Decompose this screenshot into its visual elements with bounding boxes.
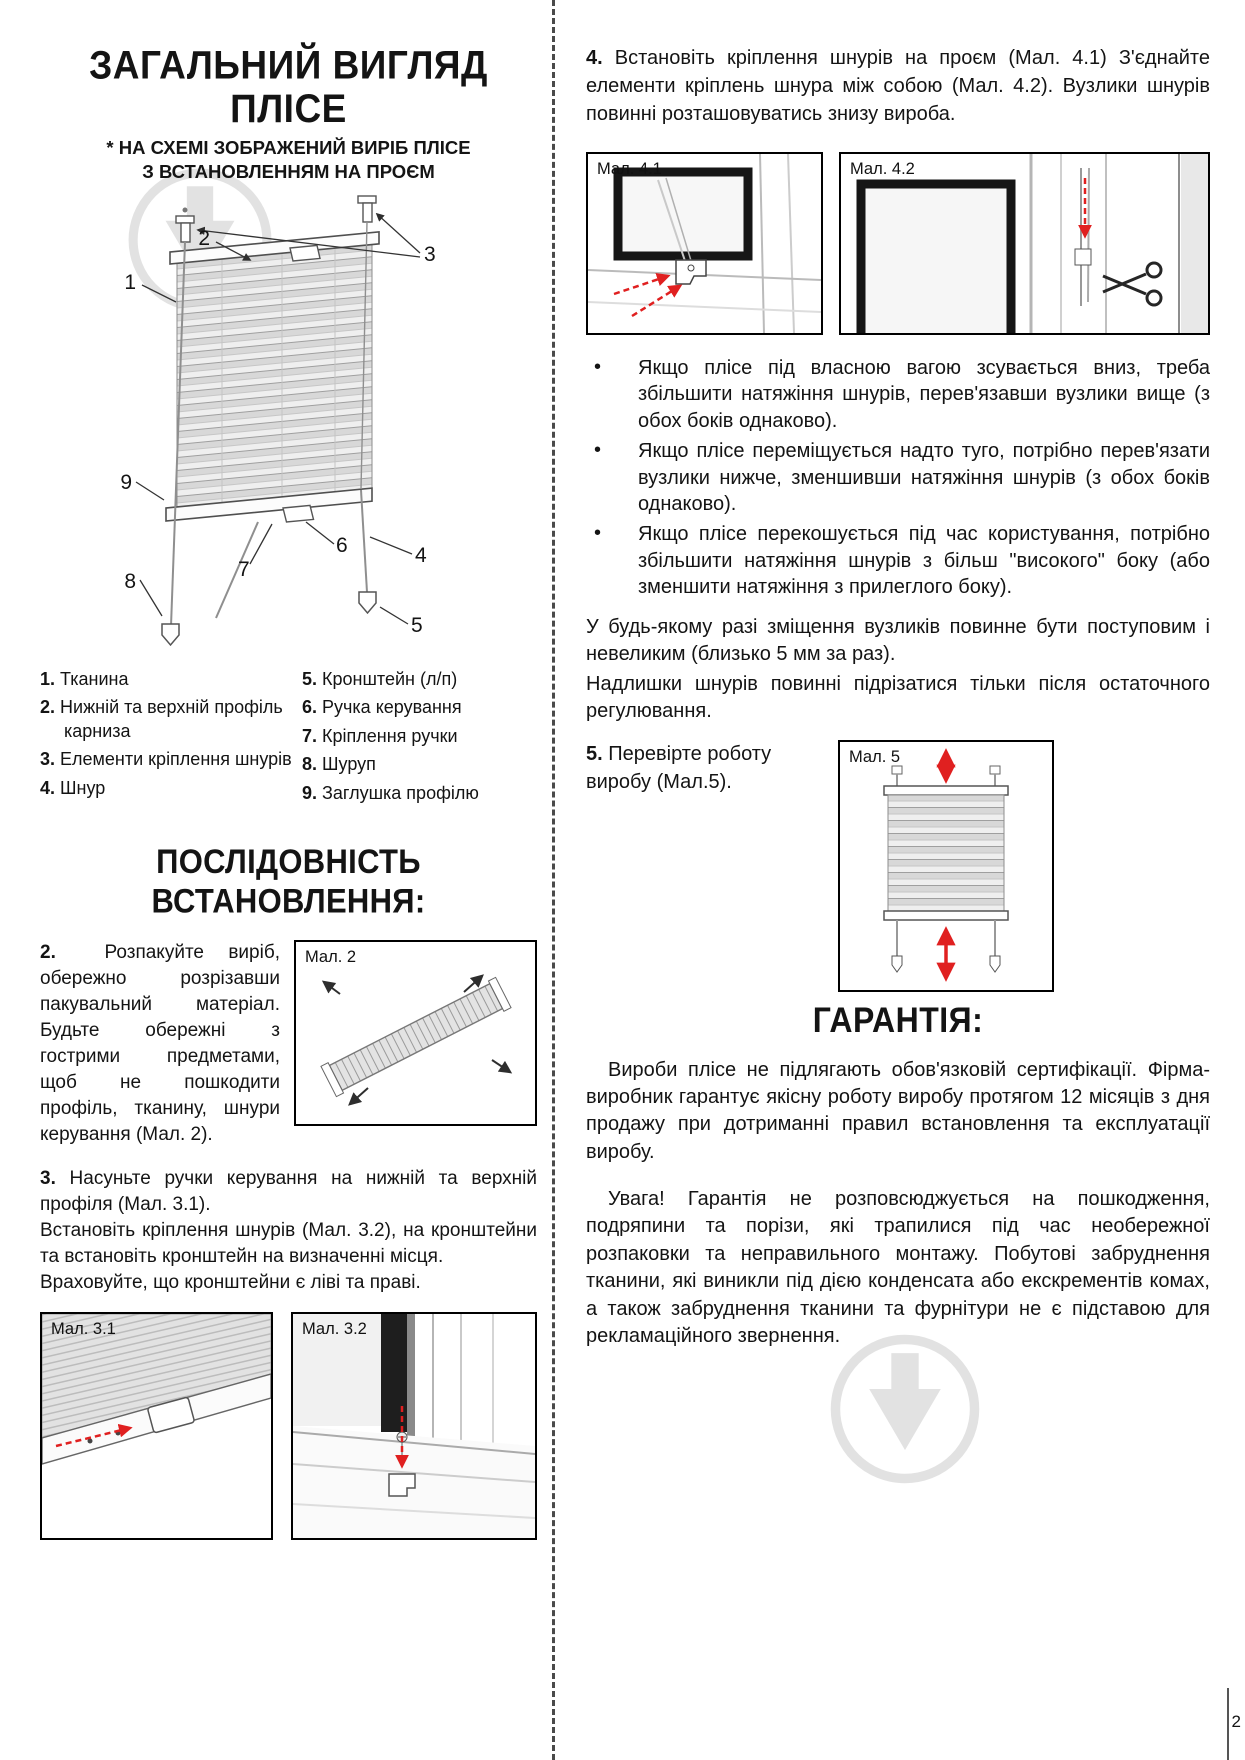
legend-item: 3. Елементи кріплення шнурів bbox=[40, 749, 292, 770]
legend-column-2: 5. Кронштейн (л/п) 6. Ручка керування 7.… bbox=[302, 668, 537, 810]
bottom-profile bbox=[165, 487, 373, 522]
column-divider bbox=[552, 0, 555, 1760]
list-item: • Якщо плісе перекошується під час корис… bbox=[594, 522, 1210, 599]
cord-fixing-bracket bbox=[675, 259, 707, 285]
legend-item: 7. Кріплення ручки bbox=[302, 725, 458, 746]
callout-2: 2 bbox=[198, 227, 210, 250]
warranty-paragraph: Вироби плісе не підлягають обов'язковій … bbox=[586, 1058, 1210, 1163]
overview-diagram-area: 1 2 3 4 5 6 7 8 9 bbox=[40, 190, 537, 658]
cord-bracket bbox=[388, 1473, 416, 1497]
adjustment-notes-list: • Якщо плісе під власною вагою зсуваєтьс… bbox=[586, 355, 1210, 601]
cord-bracket-drawing bbox=[293, 1314, 535, 1539]
scissors-icon bbox=[1102, 261, 1163, 307]
handle-mount-drawing bbox=[42, 1314, 271, 1465]
top-profile bbox=[169, 230, 380, 265]
callout-7: 7 bbox=[238, 558, 250, 581]
step-2-paragraph: 2. Розпакуйте виріб, обережно розрізавши… bbox=[40, 941, 280, 1146]
bullet-dot: • bbox=[594, 356, 602, 378]
page-number-rule bbox=[1227, 1688, 1229, 1760]
list-item: • Якщо плісе переміщується надто туго, п… bbox=[594, 439, 1210, 515]
pleated-fabric bbox=[176, 242, 373, 509]
page-subtitle-line1: * НА СХЕМІ ЗОБРАЖЕНИЙ ВИРІБ ПЛІСЕ bbox=[106, 136, 471, 158]
adjustment-note: Надлишки шнурів повинні підрізатися тіль… bbox=[586, 672, 1210, 722]
page-subtitle-line2: З ВСТАНОВЛЕННЯМ НА ПРОЄМ bbox=[142, 160, 435, 182]
cord-fixing-drawing bbox=[588, 154, 821, 333]
figure-4-2-label: Мал. 4.2 bbox=[850, 160, 915, 178]
step-3-number: 3. bbox=[40, 1168, 56, 1190]
page-title-line2: ПЛІСЕ bbox=[230, 86, 347, 131]
figure-3-2-label: Мал. 3.2 bbox=[302, 1320, 367, 1339]
figure-4-1-label: Мал. 4.1 bbox=[597, 160, 662, 178]
figures-3-row: Мал. 3.1 Мал. 3.2 bbox=[40, 1312, 537, 1541]
step-4-number: 4. bbox=[586, 47, 603, 69]
step-3-paragraph: 3. Насуньте ручки керування на нижній та… bbox=[40, 1168, 538, 1294]
pleated-blind-diagram: 1 2 3 4 5 6 7 8 9 bbox=[120, 195, 436, 647]
legend-item: 6. Ручка керування bbox=[302, 697, 462, 718]
cord-knot-clip bbox=[1074, 248, 1092, 266]
page-title-line1: ЗАГАЛЬНИЙ ВИГЛЯД bbox=[89, 42, 488, 88]
page-title: ЗАГАЛЬНИЙ ВИГЛЯД ПЛІСЕ bbox=[40, 44, 537, 130]
store-logo-watermark bbox=[830, 1334, 980, 1484]
legend-item: 8. Шуруп bbox=[302, 754, 376, 775]
page-number: 2 bbox=[1231, 1712, 1241, 1731]
installation-section-title: ПОСЛІДОВНІСТЬ ВСТАНОВЛЕННЯ: bbox=[151, 841, 426, 921]
operation-check-drawing bbox=[840, 741, 1052, 990]
figure-2: Мал. 2 bbox=[294, 939, 537, 1126]
figure-4-1: Мал. 4.1 bbox=[586, 152, 823, 335]
figure-3-1-label: Мал. 3.1 bbox=[51, 1320, 116, 1339]
cords bbox=[170, 221, 368, 627]
cord-joining-drawing bbox=[841, 154, 1208, 333]
figure-5: Мал. 5 bbox=[838, 739, 1054, 992]
bullet-dot: • bbox=[594, 439, 602, 462]
step-2-block: 2. Розпакуйте виріб, обережно розрізавши… bbox=[40, 939, 537, 1148]
step-2-number: 2. bbox=[40, 941, 56, 963]
packed-blind-drawing bbox=[320, 974, 513, 1106]
top-handle bbox=[289, 244, 321, 262]
figure-3-2: Мал. 3.2 bbox=[291, 1312, 537, 1541]
legend-item: 5. Кронштейн (л/п) bbox=[302, 669, 458, 689]
callout-8: 8 bbox=[124, 570, 136, 593]
left-column: ЗАГАЛЬНИЙ ВИГЛЯД ПЛІСЕ * НА СХЕМІ ЗОБРАЖ… bbox=[40, 44, 538, 1541]
warranty-title: ГАРАНТІЯ: bbox=[812, 999, 984, 1040]
callout-4: 4 bbox=[415, 544, 427, 567]
figure-5-label: Мал. 5 bbox=[849, 747, 901, 766]
legend: 1. Тканина 2. Нижній та верхній профіль … bbox=[40, 668, 537, 810]
callout-leaders bbox=[135, 212, 421, 625]
legend-item: 2. Нижній та верхній профіль карниза bbox=[40, 697, 283, 741]
legend-column-1: 1. Тканина 2. Нижній та верхній профіль … bbox=[40, 668, 302, 810]
list-item: • Якщо плісе під власною вагою зсуваєтьс… bbox=[594, 356, 1210, 432]
step-5-paragraph: 5. Перевірте роботу виробу (Мал.5). bbox=[586, 742, 772, 793]
callout-3: 3 bbox=[424, 243, 436, 266]
step-5-number: 5. bbox=[586, 742, 603, 765]
figure-3-1: Мал. 3.1 bbox=[40, 1312, 273, 1541]
legend-item: 1. Тканина bbox=[40, 669, 129, 689]
legend-item: 4. Шнур bbox=[40, 777, 106, 798]
bottom-handle bbox=[282, 504, 315, 523]
callout-9: 9 bbox=[120, 471, 132, 494]
warranty-paragraph: Увага! Гарантія не розповсюджується на п… bbox=[586, 1188, 1210, 1348]
page-subtitle: * НА СХЕМІ ЗОБРАЖЕНИЙ ВИРІБ ПЛІСЕ З ВСТА… bbox=[40, 136, 537, 184]
step-4-paragraph: 4. Встановіть кріплення шнурів на проєм … bbox=[586, 47, 1210, 125]
cord-clips bbox=[161, 591, 377, 647]
mounting-brackets bbox=[175, 195, 377, 243]
slide-direction-arrow bbox=[55, 1424, 133, 1448]
handle-clip bbox=[147, 1397, 195, 1434]
figure-4-2: Мал. 4.2 bbox=[839, 152, 1210, 335]
adjustment-note: У будь-якому разі зміщення вузликів пови… bbox=[586, 615, 1210, 665]
callout-6: 6 bbox=[336, 534, 348, 557]
right-column: 4. Встановіть кріплення шнурів на проєм … bbox=[586, 44, 1210, 1350]
callout-1: 1 bbox=[124, 271, 136, 294]
unpack-arrows bbox=[321, 974, 513, 1106]
legend-item: 9. Заглушка профілю bbox=[302, 782, 479, 803]
step-5-block: 5. Перевірте роботу виробу (Мал.5). Мал.… bbox=[586, 739, 1210, 998]
callout-5: 5 bbox=[411, 614, 423, 637]
figures-4-row: Мал. 4.1 Мал. 4.2 bbox=[586, 152, 1210, 335]
figure-2-label: Мал. 2 bbox=[305, 947, 357, 966]
bullet-dot: • bbox=[594, 522, 602, 545]
